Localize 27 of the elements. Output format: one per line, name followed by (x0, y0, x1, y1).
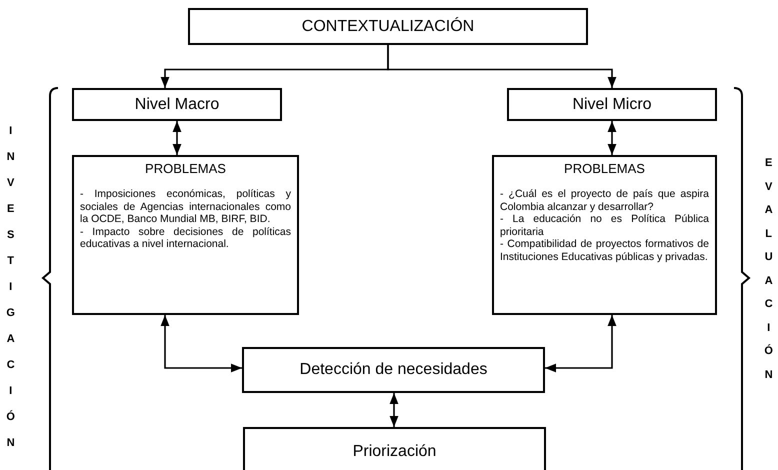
arrow (387, 45, 616, 88)
process-box (72, 88, 282, 121)
vertical-label: INVESTIGACIÓN (6, 124, 16, 451)
vertical-label: EVALUACIÓN (764, 156, 774, 382)
box-label: CONTEXTUALIZACIÓN (302, 18, 474, 36)
box-label: Priorización (352, 443, 436, 461)
arrow (545, 315, 616, 372)
problem-box (72, 155, 299, 315)
problem-text: - La educación no es Política Pública prioritaria (500, 213, 709, 238)
box-label: Detección de necesidades (300, 361, 488, 379)
process-box (188, 8, 588, 45)
problem-text: - Impacto sobre decisiones de políticas educativas a nivel internacional. (80, 226, 291, 251)
problem-text: - Imposiciones económicas, políticas y sociales de Agencias internacionales como la OCDE, Banco Mundial MB, BIRF, BID. (80, 188, 291, 226)
process-box (243, 427, 546, 470)
process-box (242, 347, 545, 393)
problem-text: - Compatibilidad de proyectos formativos de Instituciones Educativas públicas y privadas. (500, 238, 709, 264)
problem-text: - ¿Cuál es el proyecto de país que aspira Colombia alcanzar y desarrollar? (500, 188, 709, 214)
arrow (390, 393, 398, 427)
box-label: Nivel Micro (572, 96, 652, 114)
arrow (608, 121, 616, 155)
process-box (507, 88, 717, 121)
box-label: Nivel Macro (134, 96, 220, 114)
arrow (172, 121, 182, 155)
problem-box (492, 155, 717, 315)
box-heading: PROBLEMAS (145, 161, 226, 176)
box-heading: PROBLEMAS (564, 161, 645, 176)
arrow (160, 315, 242, 372)
